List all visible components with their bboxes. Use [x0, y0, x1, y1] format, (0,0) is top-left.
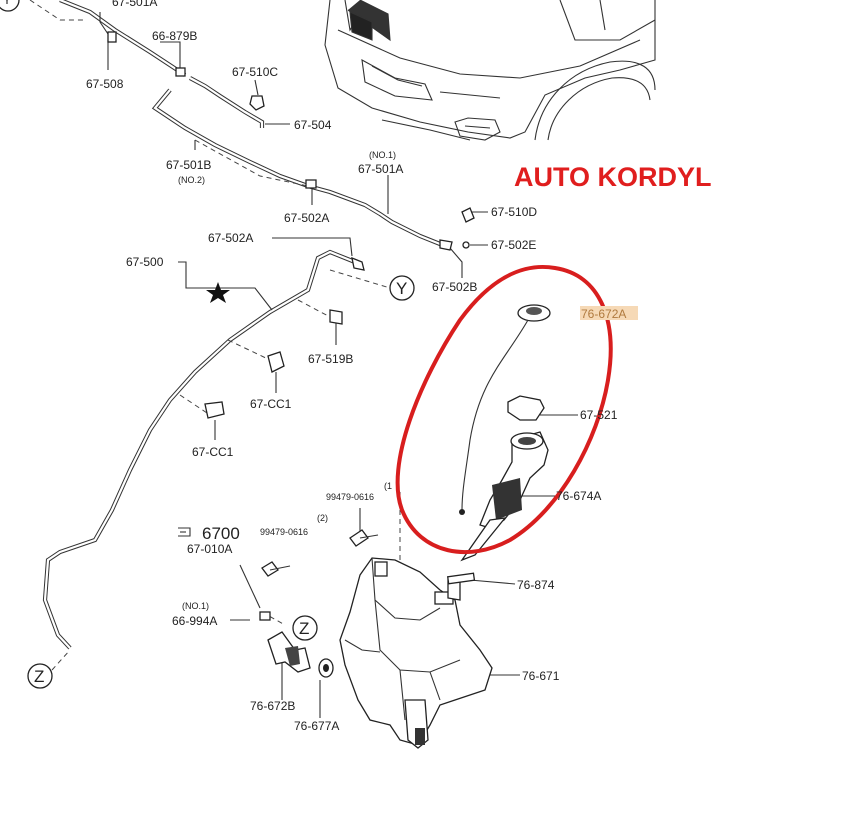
label-76-672b: 76-672B: [250, 699, 295, 713]
label-66-879b: 66-879B: [152, 29, 197, 43]
label-67-502e: 67-502E: [491, 238, 536, 252]
label-76-672a: 76-672A: [581, 307, 626, 321]
label-n2: (2): [317, 513, 328, 523]
label-67-501b: 67-501B: [166, 158, 211, 172]
label-67-010a: 67-010A: [187, 542, 232, 556]
highlight-circle: [395, 265, 613, 555]
label-76-874: 76-874: [517, 578, 555, 592]
label-67-521: 67-521: [580, 408, 618, 422]
label-67-cc1-a: 67-CC1: [250, 397, 292, 411]
label-no1-a: (NO.1): [369, 150, 396, 160]
label-67-500: 67-500: [126, 255, 164, 269]
hose-main-long: [42, 249, 356, 650]
bolts-pump: [178, 527, 379, 678]
label-99479-0616-b: 99479-0616: [260, 527, 308, 537]
marker-z-mid: Z: [292, 615, 318, 641]
marker-y: Y: [389, 275, 415, 301]
label-67-cc1-b: 67-CC1: [192, 445, 234, 459]
marker-y-top-label: Y: [3, 0, 11, 7]
label-67-510d: 67-510D: [491, 205, 537, 219]
label-76-674a: 76-674A: [556, 489, 601, 503]
label-n1: (1: [384, 481, 392, 491]
leader-lines: [29, 0, 578, 718]
label-76-671: 76-671: [522, 669, 560, 683]
label-67-504: 67-504: [294, 118, 332, 132]
brand-text: AUTO KORDYL: [514, 162, 712, 192]
fittings: [107, 31, 475, 419]
label-67-508: 67-508: [86, 77, 124, 91]
label-67-502b: 67-502B: [432, 280, 477, 294]
marker-y-top: Y: [0, 0, 20, 12]
label-67-501a: 67-501A: [358, 162, 403, 176]
label-no2: (NO.2): [178, 175, 205, 185]
part-labels: 67-501A 66-879B 67-508 67-510C 67-504 67…: [86, 0, 638, 733]
filler-neck-assembly: [459, 304, 551, 562]
label-6700: 6700: [202, 524, 240, 543]
label-67-502a-mid: 67-502A: [284, 211, 329, 225]
washer-reservoir-tank: [339, 557, 493, 749]
label-no1-b: (NO.1): [182, 601, 209, 611]
label-99479-0616-a: 99479-0616: [326, 492, 374, 502]
label-67-519b: 67-519B: [308, 352, 353, 366]
label-67-502a: 67-502A: [208, 231, 253, 245]
label-67-501a-top: 67-501A: [112, 0, 157, 9]
label-76-677a: 76-677A: [294, 719, 339, 733]
marker-z-left: Z: [27, 649, 71, 689]
marker-z-mid-label: Z: [299, 619, 309, 638]
car-front-illustration: [324, 0, 656, 141]
marker-y-label: Y: [396, 279, 407, 298]
marker-z-left-label: Z: [34, 667, 44, 686]
label-67-510c: 67-510C: [232, 65, 278, 79]
label-66-994a: 66-994A: [172, 614, 217, 628]
